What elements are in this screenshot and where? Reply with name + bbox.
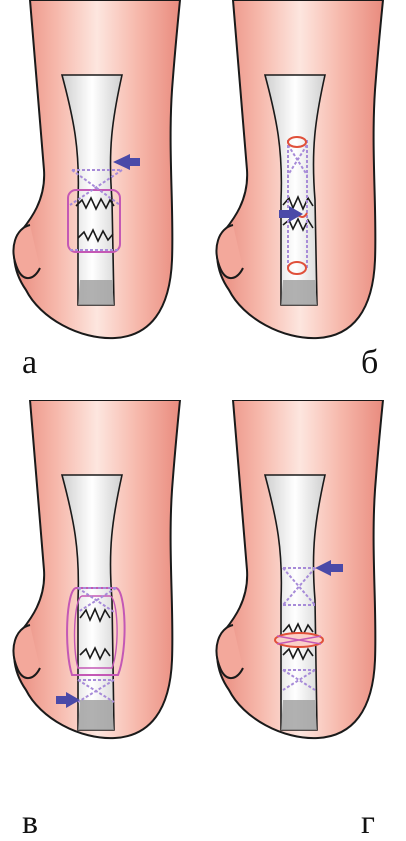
panel-label: б (361, 346, 378, 380)
panel-b: б (203, 0, 406, 370)
panel-d: г (203, 400, 406, 770)
panel-label: в (22, 806, 38, 840)
panel-c: в (0, 400, 203, 770)
tendon-repair-diagram-b (203, 0, 406, 370)
panel-label: г (361, 806, 375, 840)
tendon-repair-diagram-a (0, 0, 203, 370)
panel-a: а (0, 0, 203, 370)
tendon-repair-diagram-c (0, 400, 203, 770)
tendon-repair-diagram-d (203, 400, 406, 770)
panel-label: а (22, 346, 37, 380)
